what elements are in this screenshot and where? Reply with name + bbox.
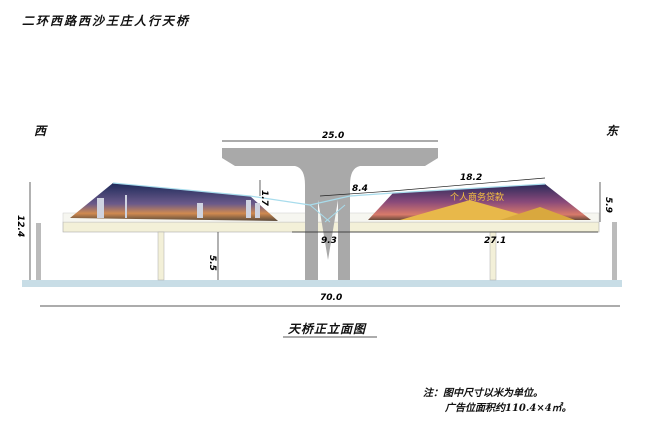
drawing-title: 天桥正立面图	[288, 322, 367, 336]
page-title: 二环西路西沙王庄人行天桥	[22, 14, 191, 28]
ground-line	[22, 280, 622, 287]
dim-mid-span: 8.4	[352, 184, 368, 194]
east-label: 东	[606, 124, 619, 138]
dim-total-length: 70.0	[320, 293, 342, 303]
note-line-1: 注：图中尺寸以米为单位。	[423, 388, 543, 399]
billboard-east-text: 个人商务贷款	[450, 191, 504, 203]
dim-center-span: 9.3	[321, 236, 337, 246]
west-label: 西	[34, 124, 47, 138]
billboard-west-buildings	[97, 195, 260, 218]
cable	[112, 182, 546, 206]
dim-left-gap: 1.7	[259, 190, 269, 207]
west-end-column	[36, 223, 41, 280]
dim-right-board: 18.2	[460, 173, 482, 183]
east-end-column	[612, 222, 617, 280]
dimension-lines	[29, 140, 620, 338]
note-line-2: 广告位面积约110.4×4㎡。	[445, 403, 572, 414]
pyramid	[400, 200, 540, 220]
cable	[309, 204, 331, 223]
dim-total-height: 12.4	[15, 215, 25, 237]
billboard-west	[70, 183, 278, 221]
dim-right-height: 5.9	[603, 197, 613, 213]
dim-deck-width: 25.0	[322, 131, 344, 141]
dim-right-span: 27.1	[484, 236, 506, 246]
central-pier	[222, 148, 438, 280]
dim-clearance: 5.5	[207, 255, 217, 271]
support-column	[157, 231, 165, 281]
